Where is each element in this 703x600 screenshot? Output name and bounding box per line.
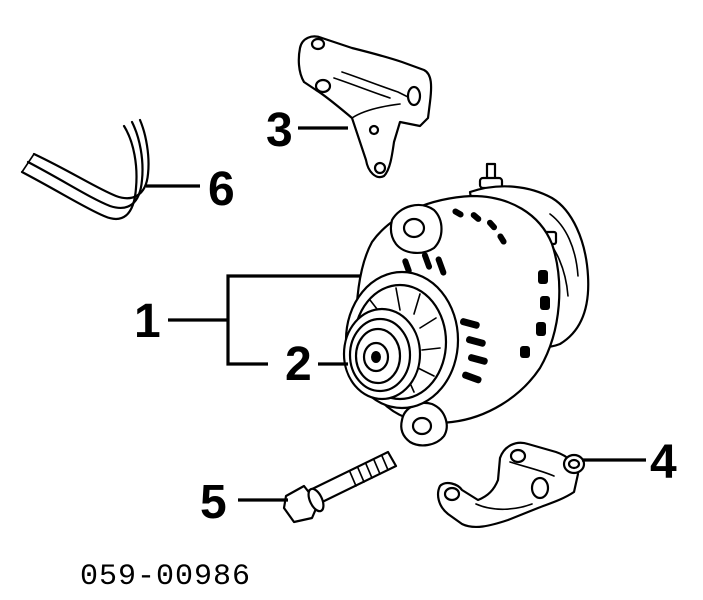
- drive-belt: [20, 118, 150, 221]
- upper-bracket: [297, 35, 433, 179]
- callout-1: 1: [134, 295, 161, 348]
- lower-bracket: [437, 441, 586, 529]
- pulley: [342, 307, 422, 401]
- alternator-vents: [402, 208, 550, 384]
- alternator: [342, 162, 590, 447]
- callout-5: 5: [200, 476, 227, 529]
- bolt: [282, 450, 398, 524]
- callout-2: 2: [285, 338, 312, 391]
- callout-4: 4: [650, 436, 677, 489]
- diagram-code: 059-00986: [80, 560, 251, 594]
- leader-lines: [146, 126, 646, 502]
- callout-6: 6: [208, 163, 235, 216]
- callout-3: 3: [266, 104, 293, 157]
